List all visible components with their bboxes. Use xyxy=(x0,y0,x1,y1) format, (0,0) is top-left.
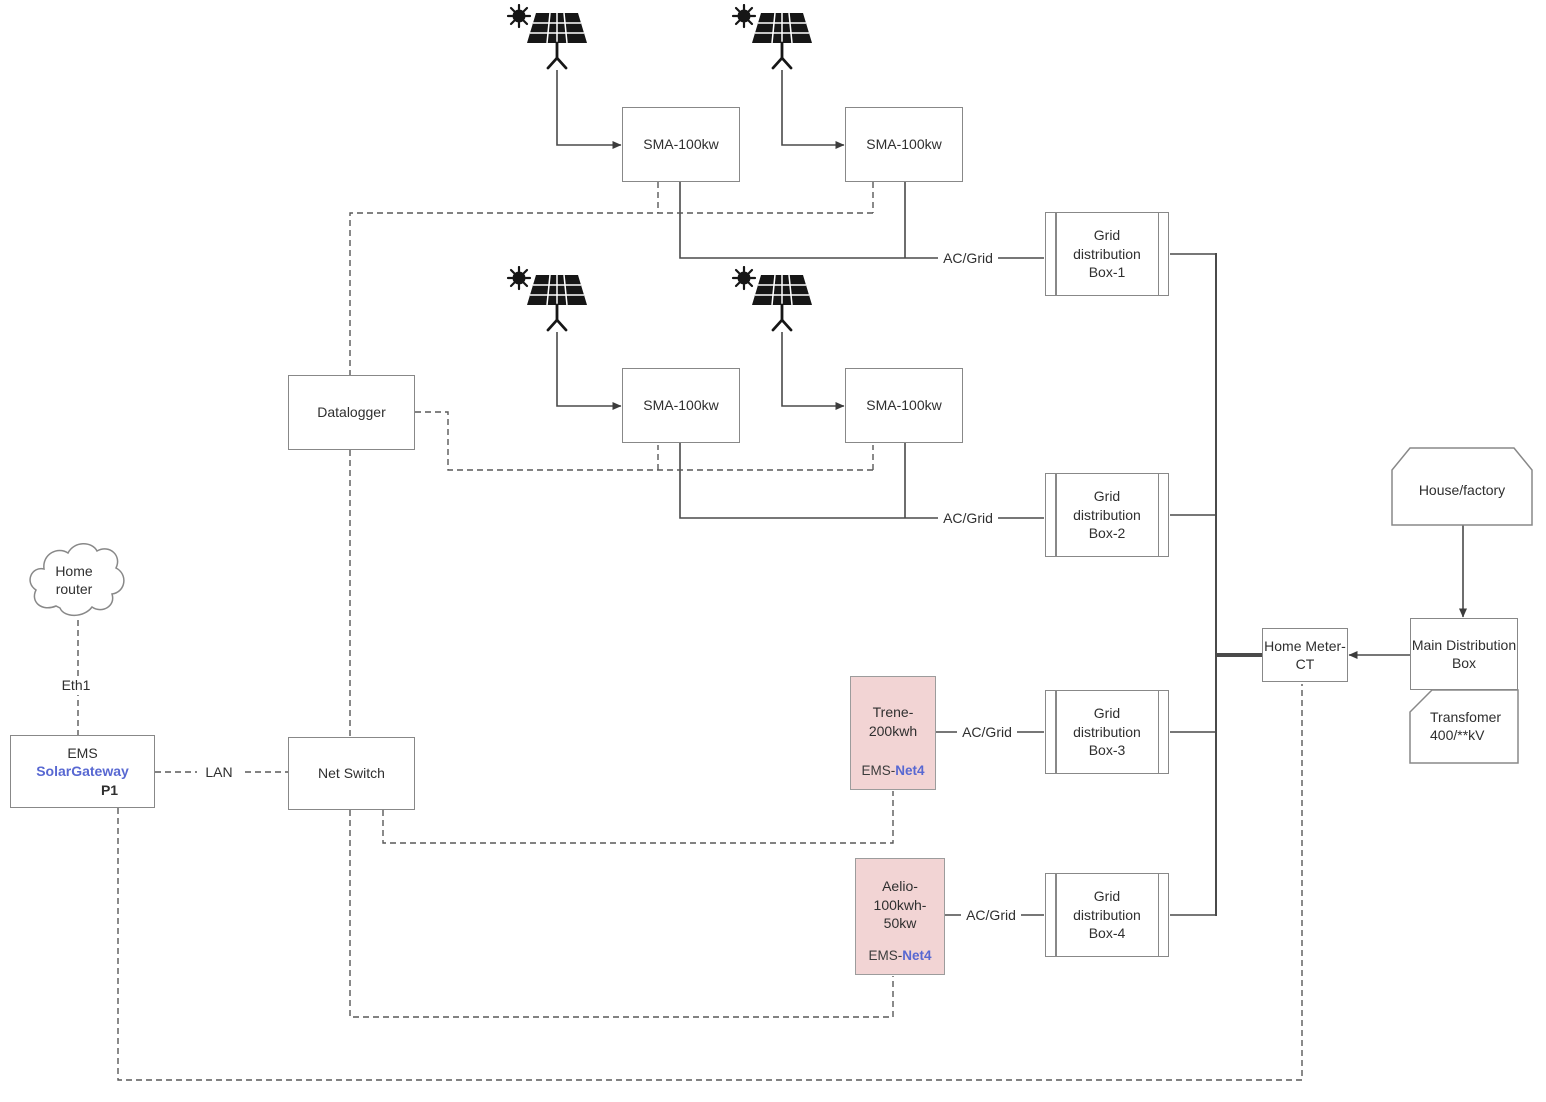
sma-inverter-1: SMA-100kw xyxy=(622,107,740,182)
home-router-cloud-shape xyxy=(29,543,125,617)
house-factory-shape xyxy=(1391,447,1533,526)
house-factory: House/factory xyxy=(1398,476,1526,504)
main-distribution-box-label: Main Distribution Box xyxy=(1411,636,1517,671)
grid-distribution-box-3: Grid distribution Box-3 xyxy=(1045,690,1169,774)
ac-grid-label-2: AC/Grid xyxy=(938,509,998,528)
wire-pv1-to-sma1 xyxy=(556,70,622,149)
ems-gateway-port: P1 xyxy=(100,781,119,798)
wire-sma3-to-grid2 xyxy=(679,443,1044,519)
ac-grid-label-3: AC/Grid xyxy=(957,723,1017,742)
wire-sma1-to-grid1 xyxy=(679,182,1044,259)
grid-distribution-box-2-label: Grid distribution Box-2 xyxy=(1073,488,1141,542)
main-distribution-box: Main Distribution Box xyxy=(1410,618,1518,690)
sma-inverter-1-label: SMA-100kw xyxy=(643,136,719,153)
ems-gateway: EMS SolarGateway P1 xyxy=(10,735,155,808)
grid-distribution-box-1: Grid distribution Box-1 xyxy=(1045,212,1169,296)
house-factory-label: House/factory xyxy=(1418,481,1506,498)
ems-gateway-name: SolarGateway xyxy=(36,763,129,780)
aelio-battery-label: Aelio-100kwh-50kw xyxy=(873,878,927,932)
sma-inverter-2: SMA-100kw xyxy=(845,107,963,182)
transformer-label: Transfomer 400/**kV xyxy=(1430,708,1502,743)
aelio-ems-label: EMS-Net4 xyxy=(868,947,931,970)
solar-panel-icon-2 xyxy=(731,4,814,70)
sma-inverter-4: SMA-100kw xyxy=(845,368,963,443)
grid-distribution-box-1-label: Grid distribution Box-1 xyxy=(1073,227,1141,281)
home-meter-ct: Home Meter-CT xyxy=(1262,628,1348,682)
sma-inverter-3: SMA-100kw xyxy=(622,368,740,443)
wire-sma12-to-datalogger xyxy=(349,182,874,375)
ems-gateway-title: EMS xyxy=(67,744,98,761)
net-switch: Net Switch xyxy=(288,737,415,810)
wire-pv4-to-sma4 xyxy=(781,332,845,410)
wire-datalogger-to-sma34 xyxy=(415,411,874,471)
datalogger-label: Datalogger xyxy=(317,404,386,421)
ac-grid-label-1: AC/Grid xyxy=(938,249,998,268)
trene-ems-label: EMS-Net4 xyxy=(861,762,924,785)
aelio-ems-prefix: EMS- xyxy=(868,948,903,964)
trene-ems-prefix: EMS- xyxy=(861,763,896,779)
ac-grid-label-4: AC/Grid xyxy=(961,906,1021,925)
wire-pv2-to-sma2 xyxy=(781,70,845,149)
home-meter-ct-label: Home Meter-CT xyxy=(1264,637,1346,672)
solar-panel-icon-4 xyxy=(731,266,814,332)
grid-distribution-box-4-label: Grid distribution Box-4 xyxy=(1073,888,1141,942)
home-router-label: Home router xyxy=(55,562,93,597)
sma-inverter-4-label: SMA-100kw xyxy=(866,397,942,414)
wire-netswitch-to-aelio xyxy=(349,810,894,1018)
trene-battery-label: Trene-200kwh xyxy=(868,704,918,739)
aelio-battery: Aelio-100kwh-50kw EMS-Net4 xyxy=(855,858,945,975)
trene-ems-net: Net4 xyxy=(895,763,925,779)
home-router: Home router xyxy=(38,560,110,600)
sma-inverter-2-label: SMA-100kw xyxy=(866,136,942,153)
sma-inverter-3-label: SMA-100kw xyxy=(643,397,719,414)
datalogger: Datalogger xyxy=(288,375,415,450)
wire-netswitch-to-trene xyxy=(382,791,894,844)
transformer-shape xyxy=(1409,689,1519,764)
solar-panel-icon-3 xyxy=(506,266,589,332)
solar-panel-icon-1 xyxy=(506,4,589,70)
eth1-label: Eth1 xyxy=(53,676,99,695)
wire-ems-to-homemeter xyxy=(117,684,1303,1081)
lan-label: LAN xyxy=(197,763,241,782)
grid-distribution-box-4: Grid distribution Box-4 xyxy=(1045,873,1169,957)
transformer: Transfomer 400/**kV xyxy=(1430,700,1516,752)
net-switch-label: Net Switch xyxy=(318,765,385,782)
trene-battery: Trene-200kwh EMS-Net4 xyxy=(850,676,936,790)
aelio-ems-net: Net4 xyxy=(902,948,932,964)
grid-distribution-box-3-label: Grid distribution Box-3 xyxy=(1073,705,1141,759)
wire-pv3-to-sma3 xyxy=(556,332,622,410)
grid-distribution-box-2: Grid distribution Box-2 xyxy=(1045,473,1169,557)
